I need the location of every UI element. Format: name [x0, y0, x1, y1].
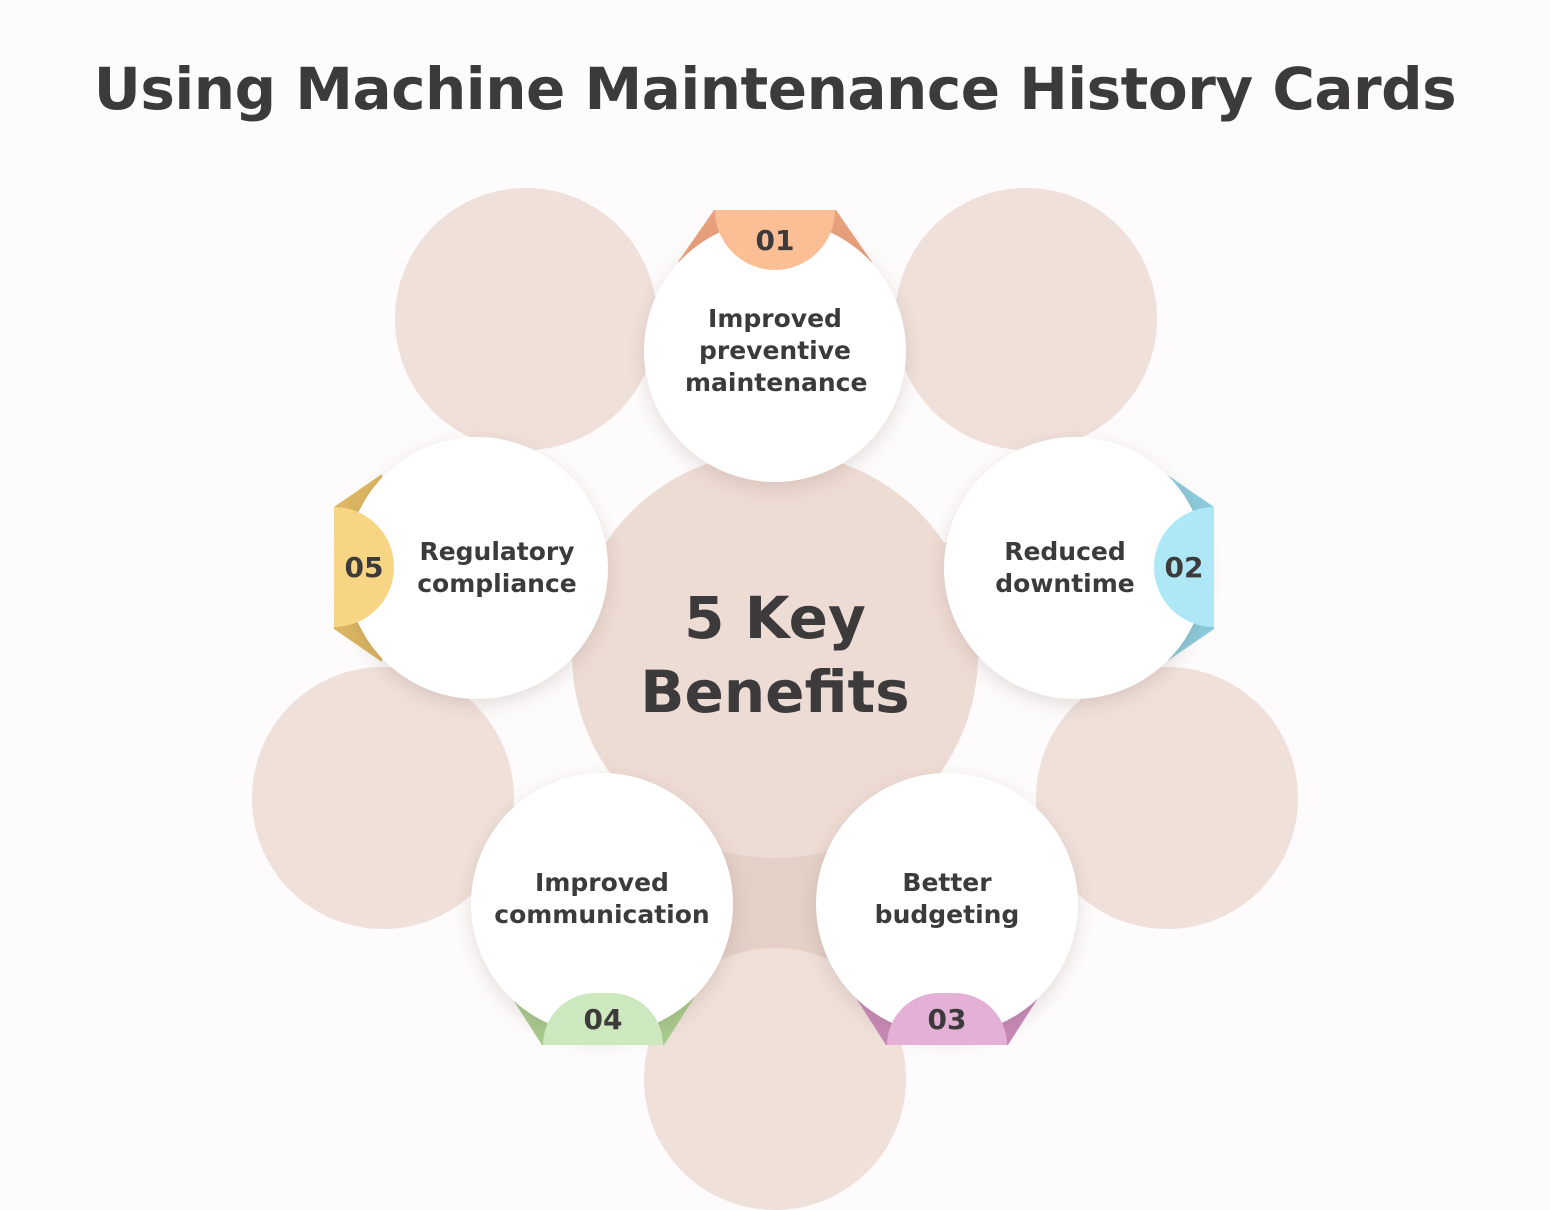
benefit-card-03: Better budgeting — [816, 773, 1078, 1035]
decorative-circle-bottom-right — [1036, 667, 1298, 929]
hub-title-line2: Benefits — [640, 658, 910, 726]
benefit-label-04: Improved communication — [494, 868, 710, 929]
benefit-label-02: Reduced downtime — [995, 537, 1135, 598]
benefit-label-03: Better budgeting — [874, 868, 1020, 929]
benefits-diagram: 5 Key Benefits Improved preventive maint… — [252, 188, 1298, 1210]
benefit-card-04: Improved communication — [471, 773, 733, 1035]
benefit-card-01: Improved preventive maintenance — [644, 220, 906, 482]
benefit-label-05: Regulatory compliance — [417, 537, 577, 598]
decorative-circle-top-right — [895, 188, 1157, 450]
hub-title-line1: 5 Key — [684, 584, 866, 652]
badge-tabs — [334, 210, 1214, 1045]
page-title: Using Machine Maintenance History Cards — [93, 55, 1457, 123]
decorative-circle-top-left — [395, 188, 657, 450]
benefit-label-01: Improved preventive maintenance — [685, 304, 868, 397]
decorative-circle-bottom-left — [252, 667, 514, 929]
